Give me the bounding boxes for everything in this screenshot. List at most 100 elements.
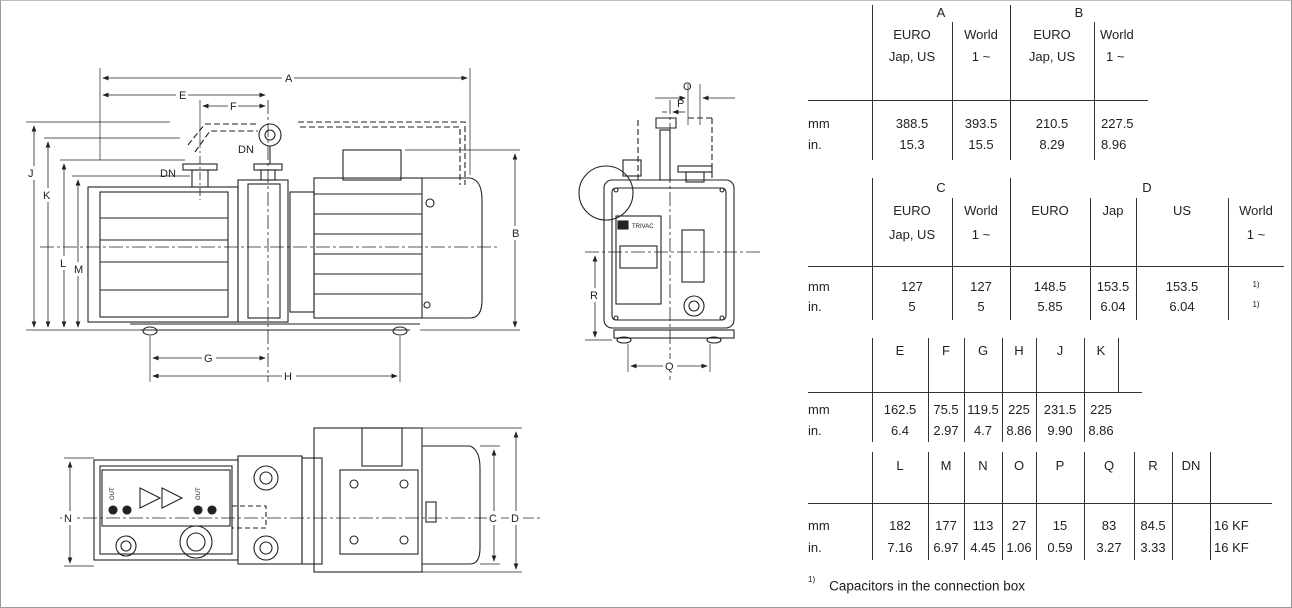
table-cell: 8.96 [1101,137,1127,152]
table-cell: 8.86 [1088,423,1114,438]
unit-label: in. [808,423,822,438]
column-header: F [942,343,950,358]
table-cell: 7.16 [887,540,913,555]
footnote: 1)Capacitors in the connection box [808,575,1025,594]
top-view [60,427,540,573]
table-cell: 5 [977,299,985,314]
table-cell: 6.04 [1100,299,1126,314]
dim-label-j: J [28,168,34,180]
out-label-right: OUT [196,487,202,500]
column-header: P [1055,458,1065,473]
dn-label-upper: DN [238,144,254,156]
dim-label-l: L [60,258,66,270]
table-cell: 8.86 [1006,423,1032,438]
column-header: E [895,343,905,358]
subheader: Jap, US [1028,49,1076,64]
table-cell: 83 [1101,518,1117,533]
table-cell: 227.5 [1101,116,1134,131]
table-cell: 6.04 [1169,299,1195,314]
table-cell: 3.27 [1096,540,1122,555]
front-view [26,68,520,382]
table-cell: 8.29 [1039,137,1065,152]
dim-label-f: F [230,101,237,113]
table-cell: 225 [1008,402,1030,417]
unit-label: mm [808,518,830,533]
subheader: World [1100,27,1134,42]
column-header: O [1013,458,1025,473]
dim-label-m: M [74,264,83,276]
dim-label-r: R [590,290,598,302]
dim-label-p: P [677,98,684,110]
subheader: EURO [1033,27,1071,42]
table-cell: 15.3 [899,137,925,152]
table-cell: 27 [1011,518,1027,533]
table-cell: 148.5 [1033,279,1067,294]
column-header: J [1056,343,1064,358]
column-header: G [977,343,989,358]
table-cell: 393.5 [964,116,998,131]
subheader: Jap [1102,203,1124,218]
table-cell: 1.06 [1006,540,1032,555]
table-cell: 153.5 [1096,279,1130,294]
table-cell: 16 KF [1214,518,1249,533]
group-header-b: B [1074,5,1084,20]
dim-label-n: N [64,513,72,525]
table-cell: 225 [1090,402,1112,417]
dim-label-b: B [512,228,519,240]
table-cell: 9.90 [1047,423,1073,438]
subheader: World [964,27,998,42]
footnote-text: Capacitors in the connection box [829,578,1025,594]
subheader: 1 ~ [1246,227,1266,242]
column-header: L [896,458,904,473]
table-cell: 4.45 [970,540,996,555]
group-header-a: A [936,5,946,20]
table-cell: 177 [935,518,957,533]
group-header-d: D [1142,180,1152,195]
footnote-marker: 1) [1252,280,1260,289]
table-cell: 231.5 [1043,402,1077,417]
subheader: World [964,203,998,218]
dim-label-q: Q [665,361,674,373]
subheader: 1 ~ [971,227,991,242]
dim-label-k: K [43,190,51,202]
table-cell: 0.59 [1047,540,1073,555]
column-header: DN [1181,458,1201,473]
column-header: K [1096,343,1106,358]
subheader: 1 ~ [971,49,991,64]
side-view [578,84,760,380]
dn-label-left: DN [160,168,176,180]
subheader: EURO [893,27,931,42]
group-header-c: C [936,180,946,195]
table-cell: 388.5 [895,116,929,131]
subheader: Jap, US [888,49,936,64]
subheader: Jap, US [888,227,936,242]
dim-label-e: E [179,90,186,102]
unit-label: in. [808,137,822,152]
dim-label-a: A [285,73,293,85]
subheader: US [1172,203,1192,218]
table-cell: 6.97 [933,540,959,555]
table-cell: 113 [972,518,994,533]
table-cell: 75.5 [933,402,959,417]
dim-label-d: D [511,513,519,525]
table-cell: 5.85 [1037,299,1063,314]
subheader: World [1239,203,1273,218]
column-header: N [978,458,988,473]
dim-label-c: C [489,513,497,525]
table-cell: 15.5 [968,137,994,152]
subheader: EURO [893,203,931,218]
column-header: M [940,458,952,473]
table-cell: 5 [908,299,916,314]
table-cell: 162.5 [883,402,917,417]
out-label-left: OUT [110,487,116,500]
table-cell: 127 [970,279,992,294]
table-cell: 127 [901,279,923,294]
footnote-marker: 1) [1252,300,1260,309]
dimension-drawings: A E F DN DN J K L M B G H O P R Q TRIVAC… [26,68,760,573]
subheader: 1 ~ [1106,49,1125,64]
dim-label-o: O [683,81,692,93]
table-cell: 84.5 [1140,518,1166,533]
unit-label: mm [808,279,830,294]
table-cell: 6.4 [890,423,910,438]
column-header: R [1148,458,1158,473]
